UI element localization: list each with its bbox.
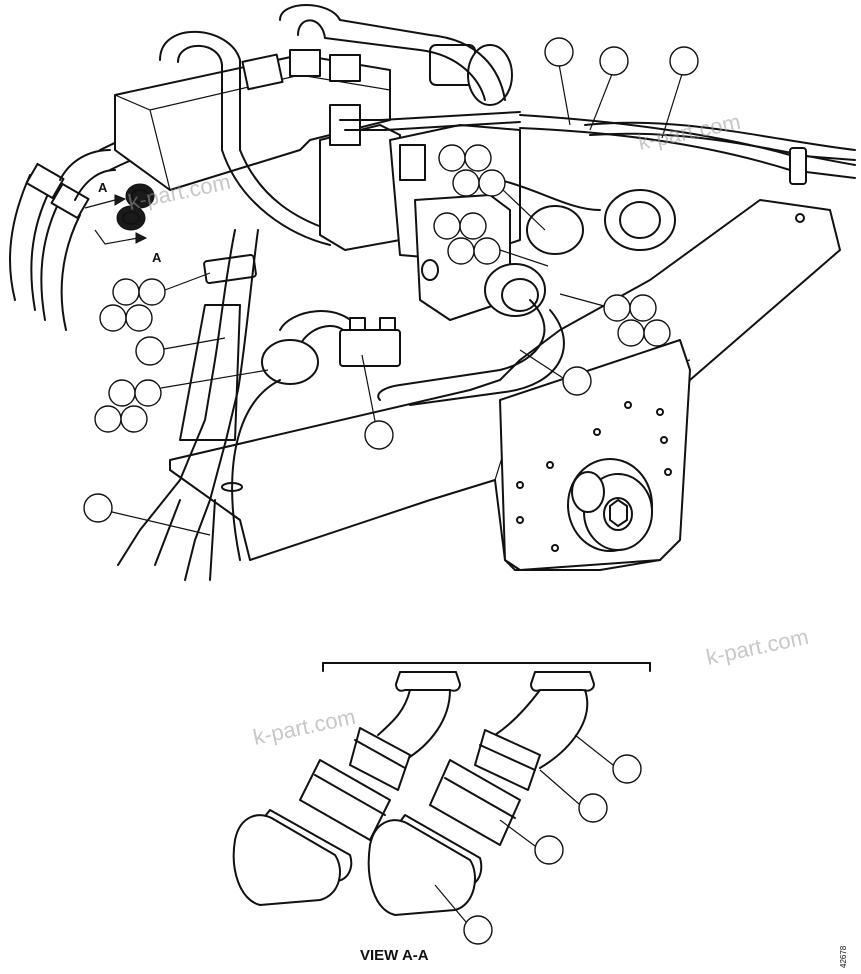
- callout-balloon: [459, 212, 487, 240]
- callout-balloon: [578, 793, 608, 823]
- view-a-a: VIEW A-A: [232, 662, 651, 964]
- callout-balloon: [83, 493, 113, 523]
- callout-balloon: [562, 366, 592, 396]
- callout-balloon: [473, 237, 501, 265]
- callout-balloon: [438, 144, 466, 172]
- callout-balloon: [447, 237, 475, 265]
- upper-tubes: [159, 4, 506, 246]
- callout-balloon: [134, 379, 162, 407]
- callout-balloon: [643, 319, 671, 347]
- pulley: [567, 458, 653, 552]
- main-assembly-view: A A: [9, 4, 856, 581]
- watermark-1: k-part.com: [636, 109, 743, 155]
- callout-balloon: [135, 336, 165, 366]
- callout-balloon: [629, 294, 657, 322]
- section-marker-bottom: A: [152, 250, 162, 265]
- watermark-3: k-part.com: [704, 624, 811, 670]
- callout-balloon: [112, 278, 140, 306]
- callout-balloons-main: [83, 37, 699, 536]
- callout-balloon: [544, 37, 574, 67]
- callout-balloon: [452, 169, 480, 197]
- callout-balloon: [108, 379, 136, 407]
- callout-balloon: [612, 754, 642, 784]
- callout-balloon: [534, 835, 564, 865]
- callout-balloon: [125, 304, 153, 332]
- callout-balloon: [599, 46, 629, 76]
- callout-balloon: [138, 278, 166, 306]
- callout-balloon: [463, 915, 493, 945]
- valve-block: [114, 44, 513, 191]
- right-hoses: [339, 111, 856, 317]
- callout-balloon: [94, 405, 122, 433]
- callout-balloon: [99, 304, 127, 332]
- callout-balloon: [478, 169, 506, 197]
- section-arrows: A A: [84, 180, 162, 265]
- callout-balloon: [464, 144, 492, 172]
- callout-balloon: [603, 294, 631, 322]
- section-marker-top: A: [98, 180, 108, 195]
- lower-tubes: [203, 254, 565, 406]
- long-vertical-hoses: [117, 229, 281, 581]
- watermark-4: k-part.com: [251, 704, 358, 750]
- callout-balloon: [364, 420, 394, 450]
- callout-balloon: [669, 46, 699, 76]
- callout-balloon: [433, 212, 461, 240]
- callout-balloon: [617, 319, 645, 347]
- view-label: VIEW A-A: [360, 947, 429, 964]
- callout-balloon: [120, 405, 148, 433]
- quick-couplers: [116, 183, 155, 231]
- figure-number: 42678: [839, 945, 848, 968]
